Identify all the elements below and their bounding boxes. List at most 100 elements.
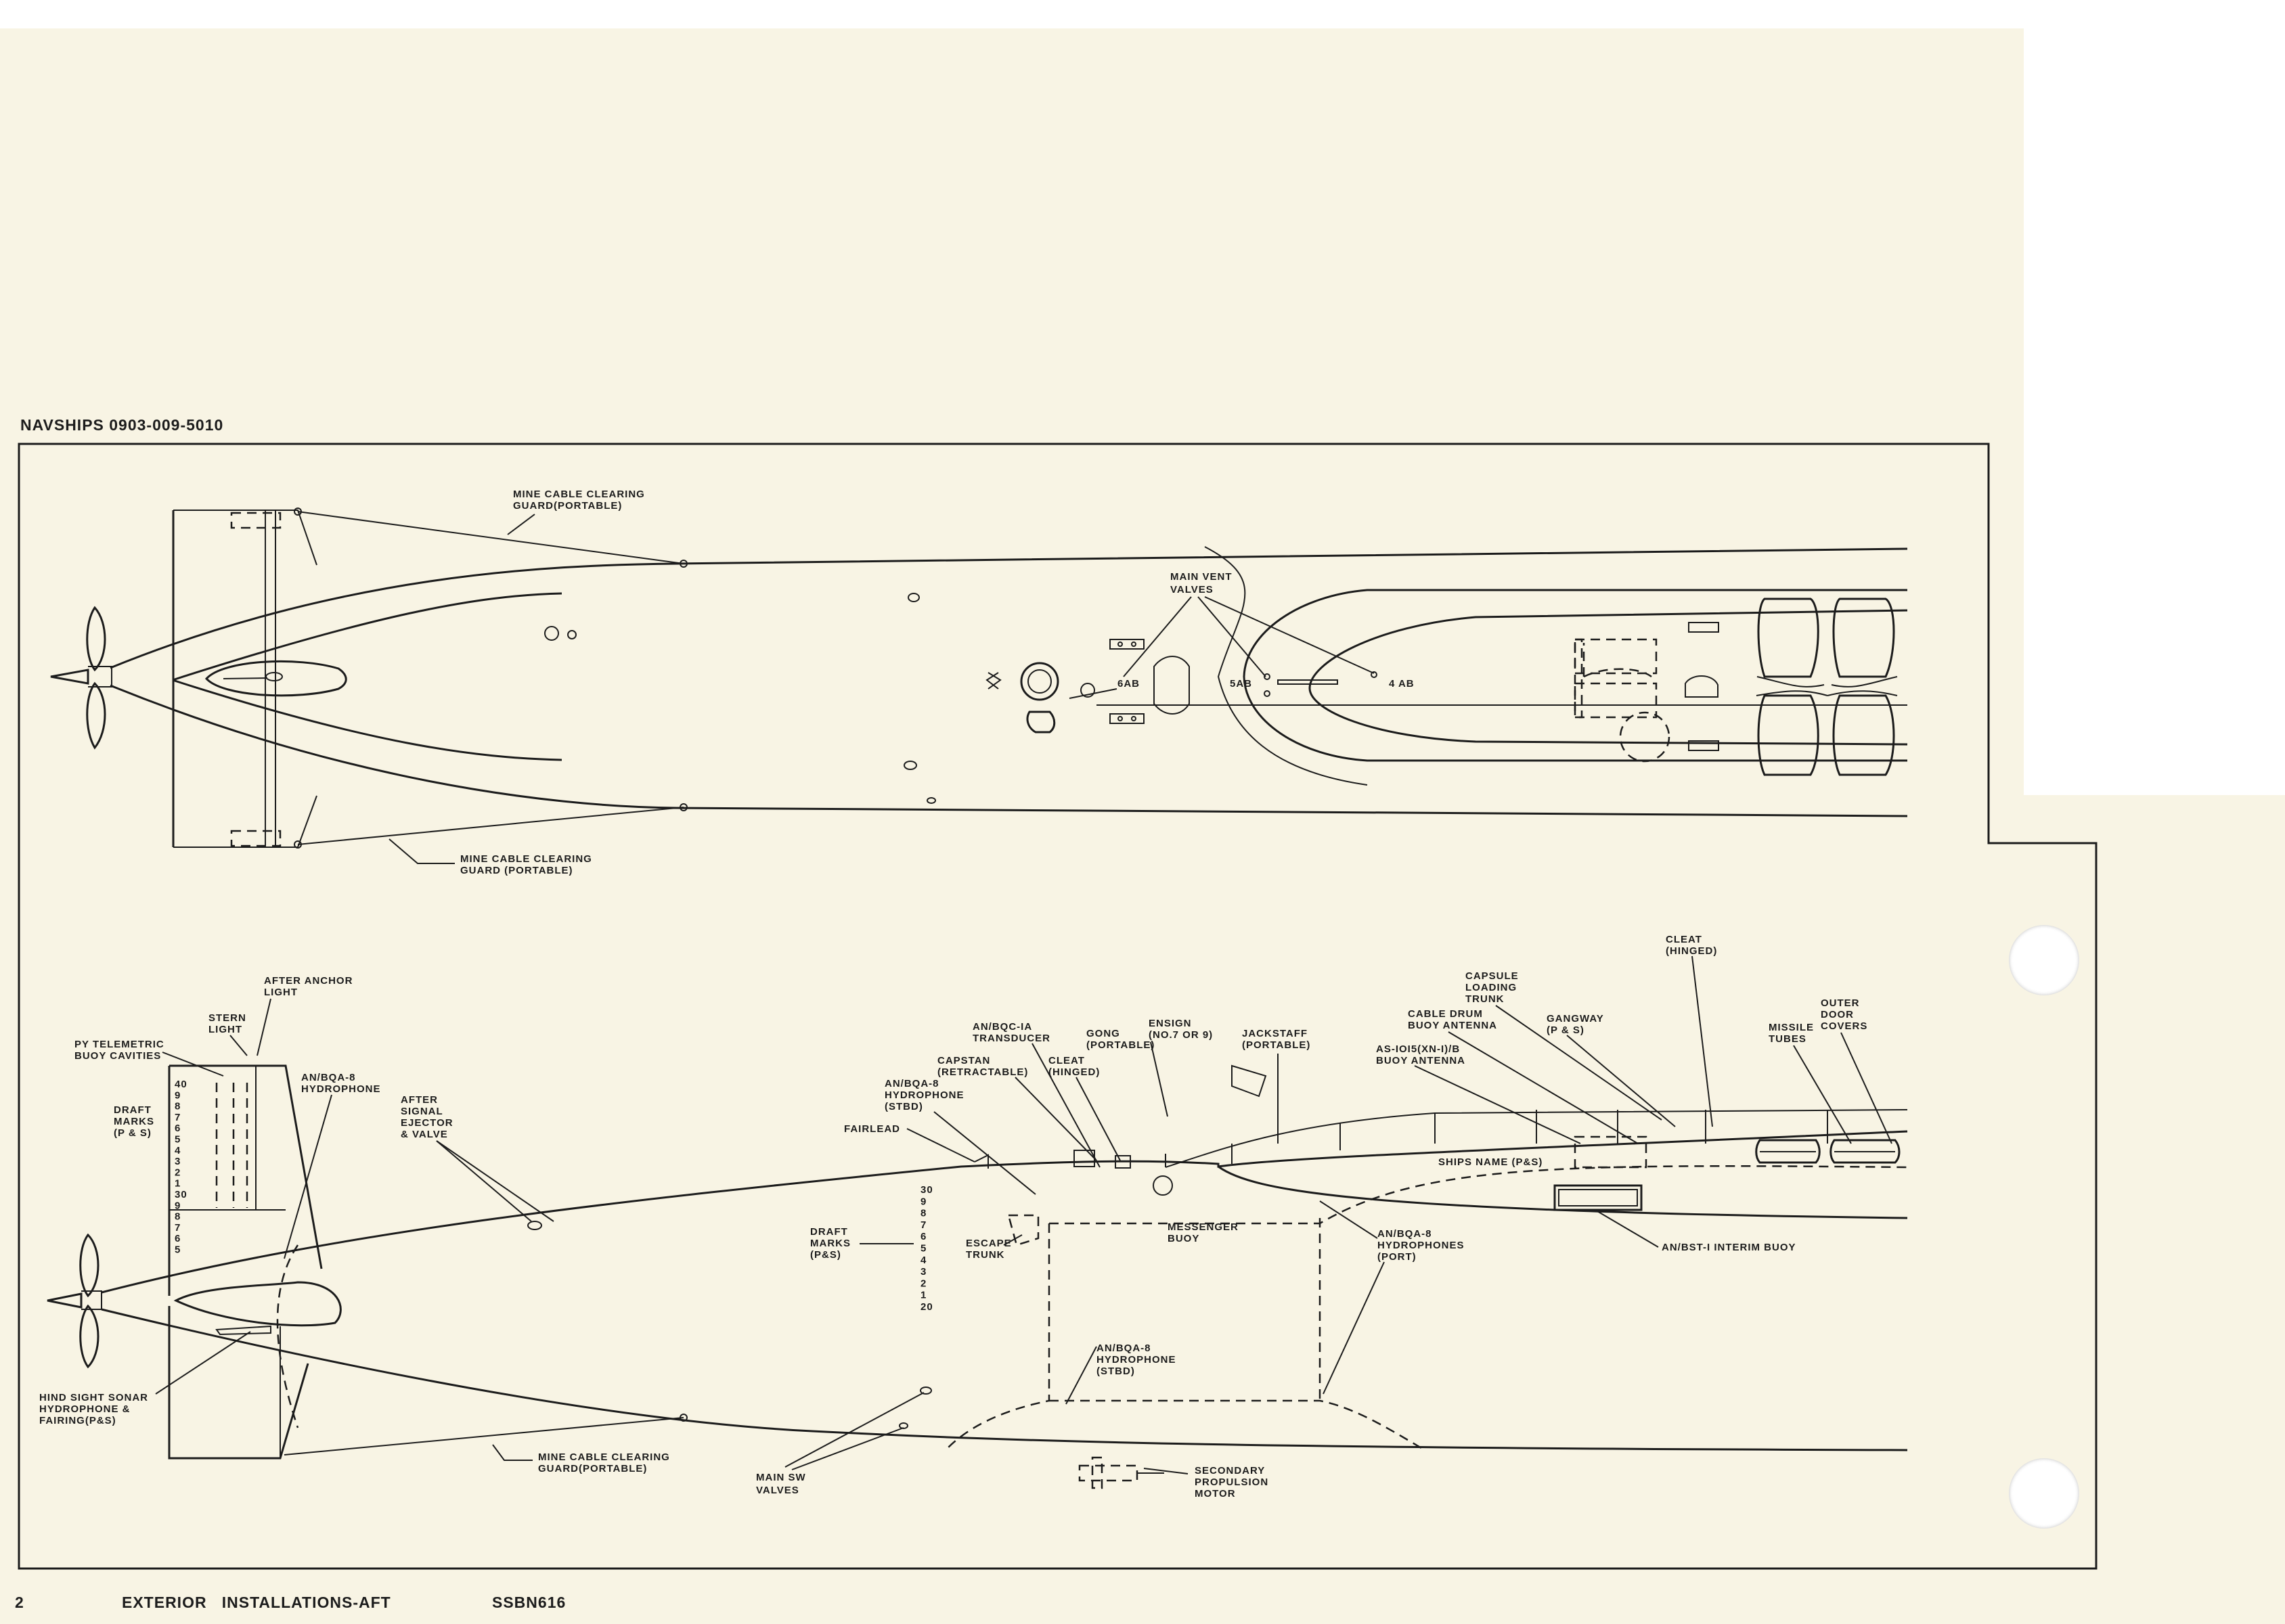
draft-mark-digit: 30: [920, 1184, 933, 1196]
label-after-anchor-light: AFTER ANCHOR LIGHT: [257, 975, 353, 1056]
svg-text:AFTER: AFTER: [401, 1094, 438, 1106]
page-number: 2: [15, 1594, 24, 1611]
svg-text:MOTOR: MOTOR: [1195, 1488, 1236, 1499]
svg-text:DOOR: DOOR: [1821, 1009, 1854, 1020]
draft-mark-digit: 5: [175, 1134, 181, 1146]
svg-text:GONG: GONG: [1086, 1028, 1120, 1039]
label-as1015: AS-IOI5(XN-I)/B BUOY ANTENNA: [1376, 1043, 1581, 1144]
draft-mark-digit: 6: [920, 1231, 927, 1242]
label-after-signal-ejector: AFTER SIGNAL EJECTOR & VALVE: [401, 1094, 554, 1222]
svg-text:HYDROPHONES: HYDROPHONES: [1377, 1240, 1465, 1251]
label-outer-door-covers: OUTER DOOR COVERS: [1821, 997, 1892, 1144]
label-cleat-fwd: CLEAT (HINGED): [1666, 934, 1717, 1127]
draft-mark-digit: 8: [175, 1101, 181, 1112]
svg-text:LIGHT: LIGHT: [264, 987, 298, 998]
svg-text:LIGHT: LIGHT: [208, 1024, 242, 1035]
svg-text:AN/BST-I INTERIM BUOY: AN/BST-I INTERIM BUOY: [1662, 1242, 1796, 1253]
draft-mark-digit: 7: [175, 1222, 181, 1234]
label-gong: GONG (PORTABLE): [1086, 1028, 1154, 1051]
label-ships-name: SHIPS NAME (P&S): [1438, 1156, 1543, 1168]
svg-text:GUARD(PORTABLE): GUARD(PORTABLE): [538, 1463, 647, 1474]
svg-text:TRUNK: TRUNK: [966, 1249, 1005, 1261]
svg-text:HYDROPHONE: HYDROPHONE: [885, 1089, 964, 1101]
svg-text:CAPSTAN: CAPSTAN: [937, 1055, 990, 1066]
label-cable-drum: CABLE DRUM BUOY ANTENNA: [1408, 1008, 1639, 1144]
svg-text:VALVES: VALVES: [756, 1485, 799, 1496]
svg-text:MESSENGER: MESSENGER: [1168, 1221, 1239, 1233]
svg-text:JACKSTAFF: JACKSTAFF: [1242, 1028, 1308, 1039]
svg-text:FAIRING(P&S): FAIRING(P&S): [39, 1415, 116, 1426]
label-draft-marks-mid: DRAFT MARKS (P&S): [810, 1226, 914, 1261]
binder-hole: [2009, 1458, 2079, 1529]
svg-text:DRAFT: DRAFT: [810, 1226, 848, 1238]
svg-text:(PORTABLE): (PORTABLE): [1242, 1039, 1310, 1051]
label-hind-sight-sonar: HIND SIGHT SONAR HYDROPHONE & FAIRING(P&…: [39, 1331, 251, 1426]
draft-mark-digit: 6: [175, 1123, 181, 1134]
draft-mark-digit: 1: [920, 1290, 927, 1301]
svg-text:(STBD): (STBD): [1096, 1366, 1135, 1377]
svg-text:HYDROPHONE &: HYDROPHONE &: [39, 1403, 131, 1415]
svg-text:TUBES: TUBES: [1769, 1033, 1806, 1045]
plan-view: MINE CABLE CLEARING GUARD(PORTABLE) MINE…: [50, 489, 1908, 876]
svg-text:AN/BQA-8: AN/BQA-8: [301, 1072, 356, 1083]
label-gangway: GANGWAY (P & S): [1547, 1013, 1676, 1127]
svg-text:(HINGED): (HINGED): [1666, 945, 1717, 957]
draft-mark-digit: 9: [175, 1200, 181, 1211]
svg-text:AFTER ANCHOR: AFTER ANCHOR: [264, 975, 353, 987]
svg-text:BUOY CAVITIES: BUOY CAVITIES: [74, 1050, 161, 1062]
svg-text:OUTER: OUTER: [1821, 997, 1860, 1009]
svg-text:(P & S): (P & S): [114, 1127, 152, 1139]
svg-text:FAIRLEAD: FAIRLEAD: [844, 1123, 900, 1135]
binder-hole: [2009, 925, 2079, 995]
doc-number: NAVSHIPS 0903-009-5010: [20, 416, 223, 434]
draft-mark-digit: 9: [175, 1089, 181, 1101]
label-capsule-loading: CAPSULE LOADING TRUNK: [1465, 970, 1662, 1121]
svg-text:HYDROPHONE: HYDROPHONE: [301, 1083, 381, 1095]
label-capstan: CAPSTAN (RETRACTABLE): [937, 1055, 1097, 1161]
svg-text:GUARD(PORTABLE): GUARD(PORTABLE): [513, 500, 622, 512]
tag-6ab: 6AB: [1117, 678, 1140, 690]
svg-text:HYDROPHONE: HYDROPHONE: [1096, 1354, 1176, 1366]
draft-mark-digit: 40: [175, 1079, 187, 1090]
label-mine-guard-lower: MINE CABLE CLEARING GUARD (PORTABLE): [389, 838, 592, 876]
draft-mark-digit: 4: [175, 1145, 181, 1156]
svg-text:SIGNAL: SIGNAL: [401, 1106, 443, 1117]
svg-text:TRANSDUCER: TRANSDUCER: [973, 1033, 1050, 1044]
draft-mark-digit: 2: [175, 1167, 181, 1178]
svg-text:ESCAPE: ESCAPE: [966, 1238, 1012, 1249]
label-bqc1a: AN/BQC-IA TRANSDUCER: [973, 1021, 1101, 1168]
tag-5ab: 5AB: [1230, 678, 1252, 690]
svg-text:VALVES: VALVES: [1170, 584, 1214, 595]
svg-text:AN/BQA-8: AN/BQA-8: [1377, 1228, 1432, 1240]
svg-text:CAPSULE: CAPSULE: [1465, 970, 1519, 982]
svg-text:CABLE DRUM: CABLE DRUM: [1408, 1008, 1483, 1020]
draft-mark-digit: 20: [920, 1301, 933, 1313]
svg-text:AN/BQA-8: AN/BQA-8: [885, 1078, 939, 1089]
draft-mark-digit: 7: [920, 1219, 927, 1231]
svg-text:MINE CABLE CLEARING: MINE CABLE CLEARING: [538, 1451, 670, 1463]
label-escape-trunk: ESCAPE TRUNK: [966, 1234, 1023, 1261]
draft-mark-digit: 8: [175, 1211, 181, 1223]
svg-text:MAIN SW: MAIN SW: [756, 1472, 806, 1483]
draft-mark-digit: 1: [175, 1178, 181, 1190]
svg-text:SECONDARY: SECONDARY: [1195, 1465, 1265, 1476]
label-main-vent-valves: MAIN VENT VALVES: [1123, 571, 1375, 677]
svg-text:(P&S): (P&S): [810, 1249, 841, 1261]
draft-mark-digit: 5: [175, 1244, 181, 1256]
hull-number: SSBN616: [492, 1594, 566, 1611]
svg-text:GUARD (PORTABLE): GUARD (PORTABLE): [460, 865, 573, 876]
label-fairlead: FAIRLEAD: [844, 1123, 975, 1163]
svg-text:MAIN VENT: MAIN VENT: [1170, 571, 1233, 583]
draft-mark-digit: 30: [175, 1189, 187, 1200]
svg-text:(STBD): (STBD): [885, 1101, 923, 1112]
svg-text:(HINGED): (HINGED): [1048, 1066, 1100, 1078]
label-secondary-propulsion: SECONDARY PROPULSION MOTOR: [1143, 1465, 1268, 1499]
svg-text:(NO.7 OR 9): (NO.7 OR 9): [1149, 1029, 1213, 1041]
label-stern-light: STERN LIGHT: [208, 1012, 248, 1056]
svg-text:MARKS: MARKS: [114, 1116, 154, 1127]
drawing-sheet: [0, 28, 2024, 1624]
label-mine-guard-upper: MINE CABLE CLEARING GUARD(PORTABLE): [507, 489, 644, 535]
draft-mark-digit: 9: [920, 1196, 927, 1207]
svg-text:DRAFT: DRAFT: [114, 1104, 152, 1116]
label-mine-guard-profile: MINE CABLE CLEARING GUARD(PORTABLE): [492, 1444, 670, 1474]
